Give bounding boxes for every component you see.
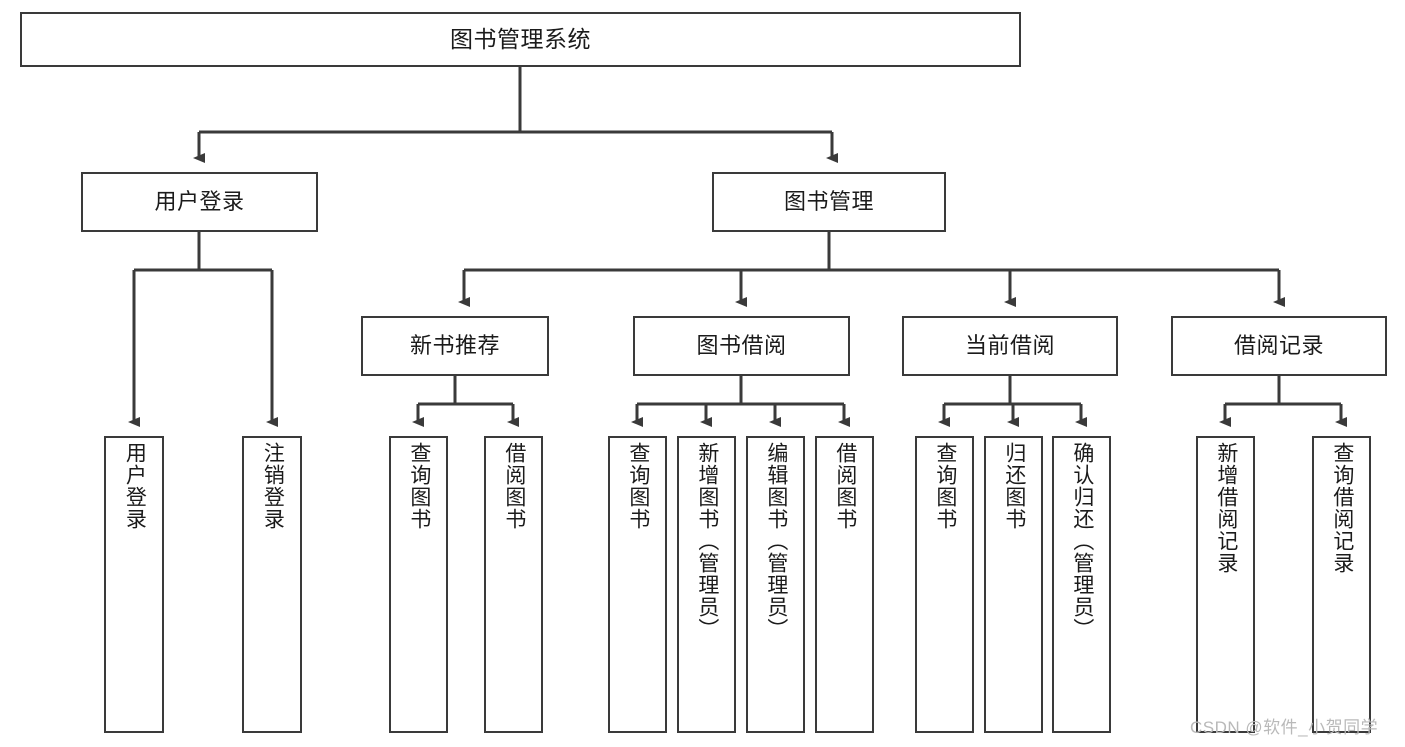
node-leaf-logout[interactable]: 注销登录	[242, 436, 302, 733]
node-leaf-borrow-book-1[interactable]: 借阅图书	[484, 436, 543, 733]
node-leaf-user-login[interactable]: 用户登录	[104, 436, 164, 733]
node-leaf-logout-label: 注销登录	[261, 442, 285, 530]
node-leaf-query-record[interactable]: 查询借阅记录	[1312, 436, 1371, 733]
node-leaf-query-book-2[interactable]: 查询图书	[608, 436, 667, 733]
node-leaf-borrow-book-2[interactable]: 借阅图书	[815, 436, 874, 733]
node-borrow-record-label: 借阅记录	[1233, 333, 1324, 359]
node-leaf-return-book[interactable]: 归还图书	[984, 436, 1043, 733]
node-borrow-record[interactable]: 借阅记录	[1171, 316, 1387, 376]
node-leaf-edit-book[interactable]: 编辑图书（管理员）	[746, 436, 805, 733]
node-book-manage-label: 图书管理	[783, 189, 874, 215]
node-leaf-query-book-1[interactable]: 查询图书	[389, 436, 448, 733]
node-leaf-user-login-label: 用户登录	[123, 442, 147, 530]
node-leaf-add-record-label: 新增借阅记录	[1214, 442, 1238, 574]
node-leaf-edit-book-label: 编辑图书（管理员）	[764, 442, 788, 640]
node-new-book-rec[interactable]: 新书推荐	[361, 316, 549, 376]
node-leaf-query-book-2-label: 查询图书	[626, 442, 650, 530]
node-leaf-confirm-return[interactable]: 确认归还（管理员）	[1052, 436, 1111, 733]
node-leaf-query-book-1-label: 查询图书	[407, 442, 431, 530]
node-user-login[interactable]: 用户登录	[81, 172, 318, 232]
node-book-manage[interactable]: 图书管理	[712, 172, 946, 232]
csdn-watermark: CSDN @软件_小贺同学	[1190, 718, 1379, 737]
node-new-book-rec-label: 新书推荐	[409, 333, 500, 359]
node-leaf-return-book-label: 归还图书	[1002, 442, 1026, 530]
node-leaf-add-book-label: 新增图书（管理员）	[695, 442, 719, 640]
node-leaf-query-book-3[interactable]: 查询图书	[915, 436, 974, 733]
node-root-label: 图书管理系统	[450, 26, 591, 53]
node-leaf-add-book[interactable]: 新增图书（管理员）	[677, 436, 736, 733]
node-leaf-query-record-label: 查询借阅记录	[1330, 442, 1354, 574]
node-book-borrow-label: 图书借阅	[696, 333, 787, 359]
node-leaf-confirm-return-label: 确认归还（管理员）	[1070, 442, 1094, 640]
node-current-borrow-label: 当前借阅	[964, 333, 1055, 359]
node-leaf-query-book-3-label: 查询图书	[933, 442, 957, 530]
node-book-borrow[interactable]: 图书借阅	[633, 316, 850, 376]
node-user-login-label: 用户登录	[154, 189, 245, 215]
node-root[interactable]: 图书管理系统	[20, 12, 1021, 67]
node-leaf-borrow-book-2-label: 借阅图书	[833, 442, 857, 530]
node-current-borrow[interactable]: 当前借阅	[902, 316, 1118, 376]
node-leaf-add-record[interactable]: 新增借阅记录	[1196, 436, 1255, 733]
node-leaf-borrow-book-1-label: 借阅图书	[502, 442, 526, 530]
